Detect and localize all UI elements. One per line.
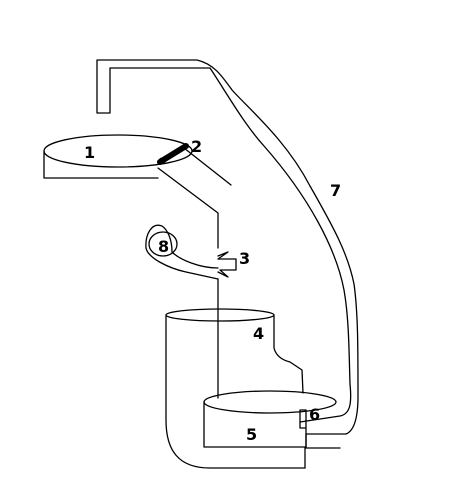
part-2-plug (157, 143, 189, 165)
part-funnel-neck (157, 147, 232, 249)
part-8-handle (145, 224, 219, 280)
label-5: 5 (246, 425, 257, 444)
part-5-lower-basin (203, 390, 337, 469)
label-2: 2 (191, 137, 202, 156)
part-4-container (165, 308, 306, 469)
part-3-valve (217, 251, 237, 278)
label-6: 6 (309, 405, 320, 424)
label-8: 8 (158, 237, 169, 256)
label-4: 4 (253, 324, 264, 343)
label-1: 1 (84, 143, 95, 162)
label-7: 7 (330, 181, 341, 200)
part-7-return-pipe (96, 59, 359, 449)
part-1-top-basin (43, 134, 193, 179)
label-3: 3 (239, 249, 250, 268)
